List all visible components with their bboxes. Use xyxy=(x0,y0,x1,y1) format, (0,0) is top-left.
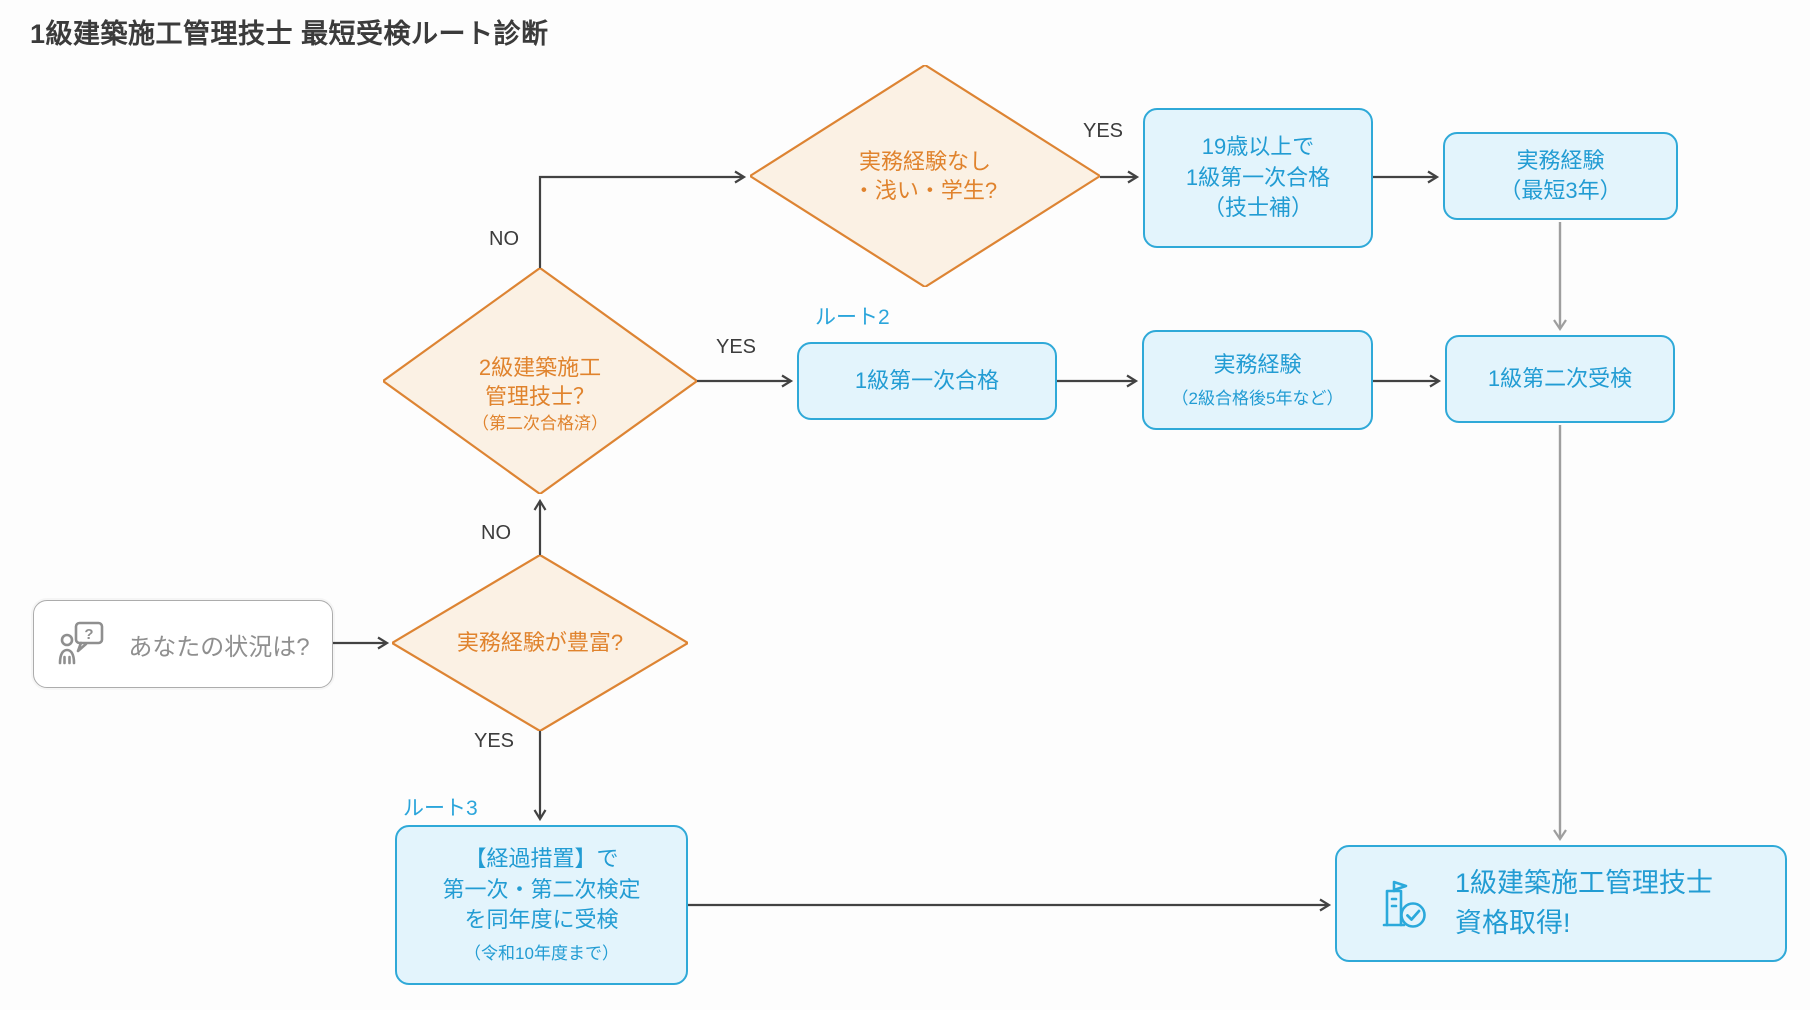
page-title: 1級建築施工管理技士 最短受検ルート診断 xyxy=(30,19,549,49)
process-line: 19歳以上で xyxy=(1201,134,1315,160)
process-experience-5years: 実務経験 （2級合格後5年など） xyxy=(1142,330,1373,430)
process-line: 1級第一次合格 xyxy=(854,367,1000,393)
process-line: 実務経験 xyxy=(1516,147,1605,173)
start-label: あなたの状況は? xyxy=(128,633,310,661)
decision-rich-experience: 実務経験が豊富? xyxy=(392,555,688,731)
process-line: （最短3年） xyxy=(1499,178,1622,203)
decision-line: 実務経験なし xyxy=(858,148,991,174)
goal-node: 1級建築施工管理技士 資格取得! xyxy=(1335,845,1787,962)
process-line: 【経過措置】で xyxy=(464,846,619,872)
question-glyph: ? xyxy=(85,626,94,643)
person-question-icon: ? xyxy=(59,621,104,665)
process-line: 1級第一次合格 xyxy=(1185,164,1331,190)
process-note: （2級合格後5年など） xyxy=(1171,388,1344,408)
goal-line: 1級建築施工管理技士 xyxy=(1455,868,1714,899)
diamond-shape xyxy=(383,268,697,494)
process-pass-first-exam-hoshuu: 19歳以上で 1級第一次合格 （技士補） xyxy=(1143,108,1373,248)
start-node: ? あなたの状況は? xyxy=(33,600,333,688)
decision-no-experience: 実務経験なし ・浅い・学生? xyxy=(750,65,1100,287)
process-line: （技士補） xyxy=(1202,195,1313,221)
edge-label-yes-d3: YES xyxy=(474,730,515,752)
decision-note: （第二次合格済） xyxy=(472,413,608,433)
decision-label: 実務経験が豊富? xyxy=(456,630,624,656)
edge-d2-no-to-d1 xyxy=(538,170,747,268)
decision-line: 管理技士？ xyxy=(484,383,595,409)
process-note: （令和10年度まで） xyxy=(464,944,619,964)
edge-label-yes-d2: YES xyxy=(716,336,757,358)
diamond-shape xyxy=(392,555,688,731)
goal-line: 資格取得! xyxy=(1455,907,1571,938)
diamond-shape xyxy=(750,65,1100,287)
process-second-exam: 1級第二次受検 xyxy=(1445,335,1675,423)
process-transitional-measure: 【経過措置】で 第一次・第二次検定 を同年度に受検 （令和10年度まで） xyxy=(395,825,688,985)
decision-2kyu-holder: 2級建築施工 管理技士？ （第二次合格済） xyxy=(383,268,697,494)
route3-label: ルート3 xyxy=(403,797,478,820)
edge-label-no-d2: NO xyxy=(489,228,519,250)
process-line: 第一次・第二次検定 xyxy=(442,876,641,902)
route2-label: ルート2 xyxy=(815,306,890,329)
process-pass-first-exam: 1級第一次合格 xyxy=(797,342,1057,420)
decision-line: ・浅い・学生? xyxy=(852,178,998,203)
edge-label-no-d3: NO xyxy=(481,522,511,544)
process-line: を同年度に受検 xyxy=(464,906,619,932)
process-line: 1級第二次受検 xyxy=(1487,365,1633,391)
building-check-icon xyxy=(1382,880,1426,928)
process-experience-3years: 実務経験 （最短3年） xyxy=(1443,132,1678,220)
process-line: 実務経験 xyxy=(1213,351,1302,377)
edge-label-yes-d1: YES xyxy=(1083,120,1124,142)
decision-line: 2級建築施工 xyxy=(478,354,602,380)
